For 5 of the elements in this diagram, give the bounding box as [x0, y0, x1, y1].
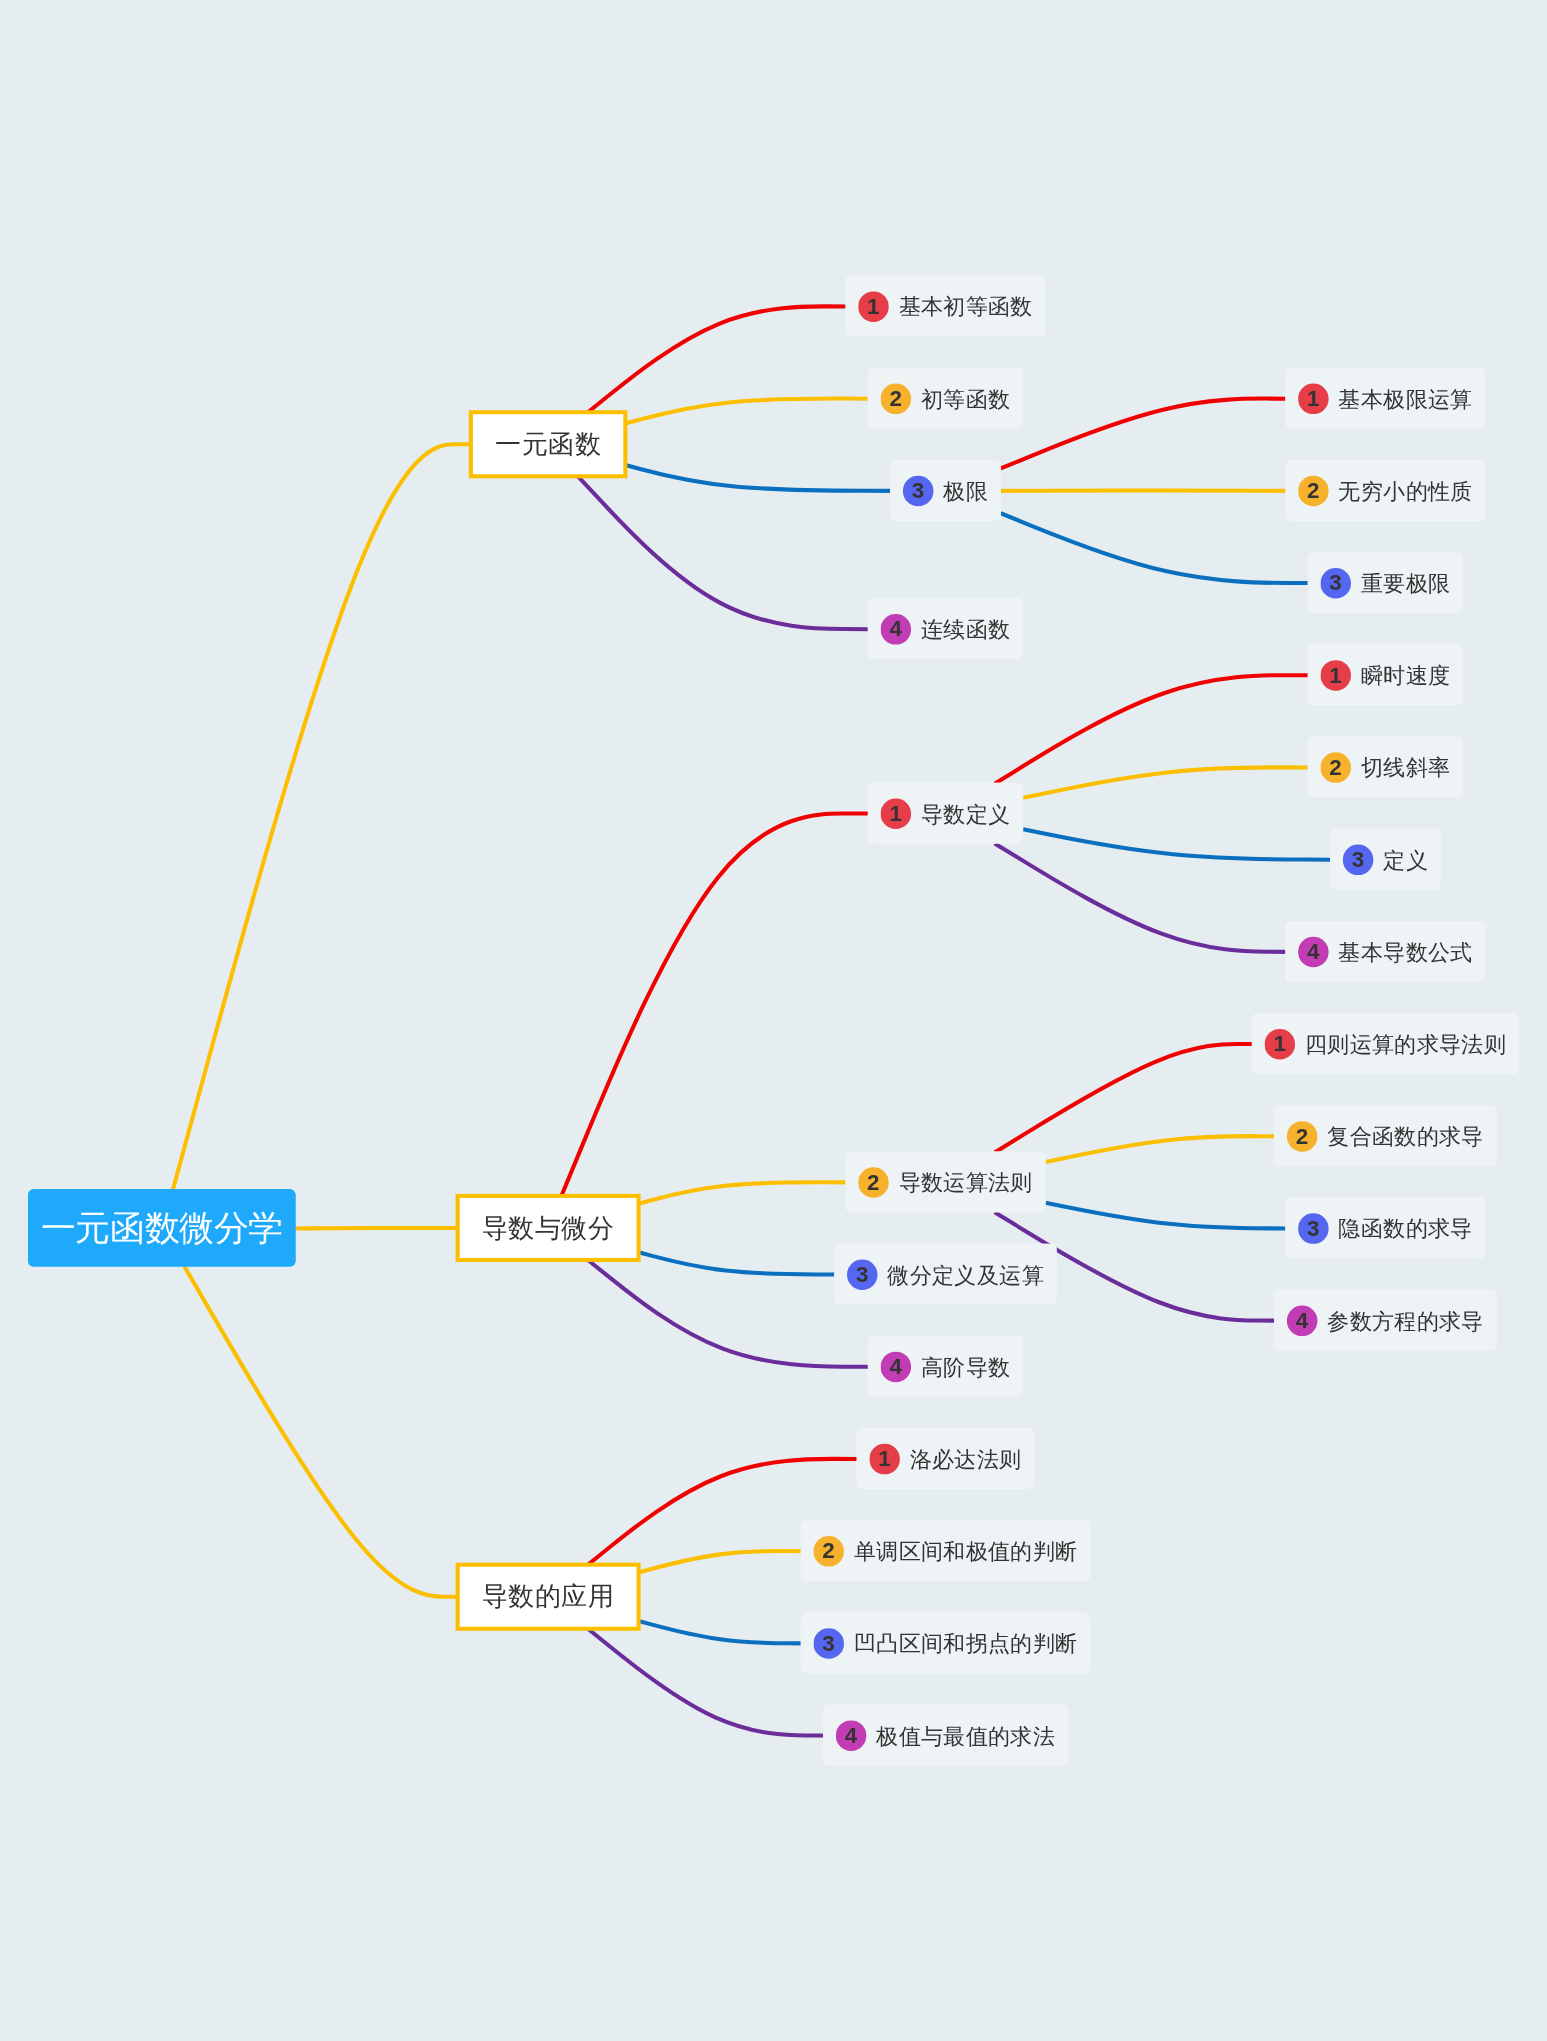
connector	[1022, 765, 1309, 800]
connector	[999, 511, 1309, 586]
node-box: 导数与微分	[455, 1193, 641, 1262]
node-box: 一元函数	[468, 410, 628, 479]
node-box: 导数的应用	[455, 1562, 641, 1631]
